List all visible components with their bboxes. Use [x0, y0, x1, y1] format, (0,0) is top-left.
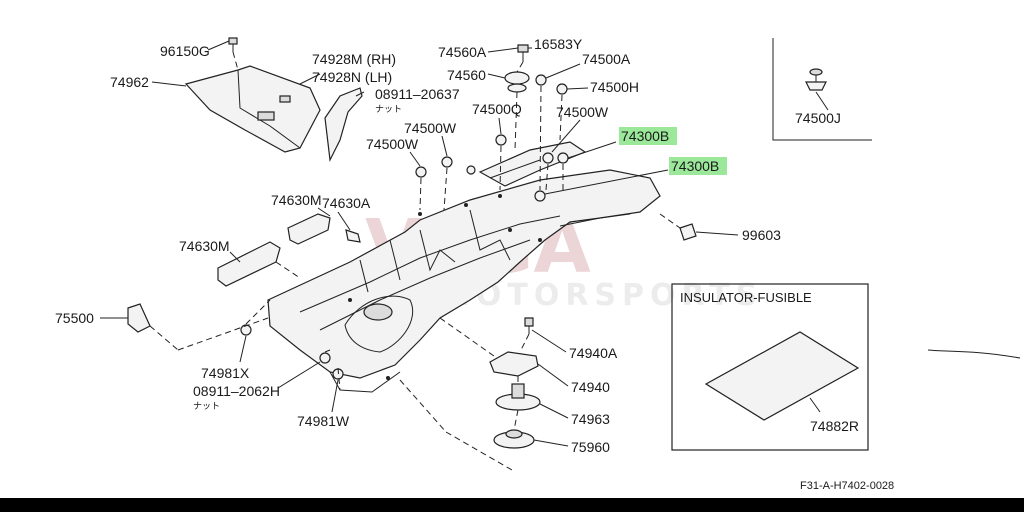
part-75500 — [127, 303, 151, 333]
label-74500W-a: 74500W — [556, 104, 609, 120]
highlight-74300B-b — [669, 157, 727, 175]
part-74963 — [495, 383, 541, 411]
leader-lines — [100, 40, 829, 447]
reference-code: F31-A-H7402-0028 — [800, 480, 894, 492]
label-74500A: 74500A — [582, 51, 631, 67]
part-74962 — [184, 65, 321, 153]
part-74630M-upper — [287, 213, 331, 245]
bottom-bar — [0, 498, 1024, 512]
label-74500J: 74500J — [795, 110, 841, 126]
highlight-74300B-a — [619, 127, 677, 145]
part-96150G — [228, 37, 238, 52]
label-74500W-b: 74500W — [404, 120, 457, 136]
insulator-fusible-box: INSULATOR-FUSIBLE — [671, 283, 869, 451]
label-74500Q: 74500Q — [472, 101, 522, 117]
label-74560A: 74560A — [438, 44, 487, 60]
part-74940 — [489, 351, 539, 377]
label-74500H: 74500H — [590, 79, 639, 95]
part-labels: 96150G 74962 74928M (RH) 74928N (LH) 089… — [55, 36, 894, 492]
label-74962: 74962 — [110, 74, 149, 90]
part-99603 — [679, 223, 697, 241]
insulator-box-title: INSULATOR-FUSIBLE — [680, 290, 812, 305]
label-74928M: 74928M (RH) — [312, 51, 396, 67]
label-74300B-b: 74300B — [671, 158, 719, 174]
part-75960 — [493, 429, 535, 449]
label-74500W-c: 74500W — [366, 136, 419, 152]
label-74981W: 74981W — [297, 413, 350, 429]
part-74940A — [524, 317, 534, 334]
label-nut-2: ナット — [193, 401, 220, 412]
label-08911-20637: 08911–20637 — [375, 86, 460, 102]
part-74630A — [345, 229, 361, 243]
label-74560: 74560 — [447, 67, 486, 83]
label-75500: 75500 — [55, 310, 94, 326]
label-74300B-a: 74300B — [621, 128, 669, 144]
part-74928 — [324, 87, 363, 163]
label-74940: 74940 — [571, 379, 610, 395]
dashed-lines — [149, 51, 681, 471]
label-74630A: 74630A — [322, 195, 371, 211]
label-74981X: 74981X — [201, 365, 250, 381]
label-99603: 99603 — [742, 227, 781, 243]
label-96150G: 96150G — [160, 43, 210, 59]
part-74500J-box — [772, 38, 872, 141]
label-74963: 74963 — [571, 411, 610, 427]
label-74940A: 74940A — [569, 345, 618, 361]
part-74560 — [504, 71, 530, 93]
label-74882R: 74882R — [810, 418, 859, 434]
plug-group — [240, 74, 569, 380]
part-74560A — [517, 44, 529, 62]
label-08911-2062H: 08911–2062H — [193, 383, 280, 399]
label-75960: 75960 — [571, 439, 610, 455]
label-74928N: 74928N (LH) — [312, 69, 392, 85]
floor-pan — [267, 169, 661, 393]
label-74630M-b: 74630M — [179, 238, 230, 254]
label-16583Y: 16583Y — [534, 36, 583, 52]
label-74630M-a: 74630M — [271, 192, 322, 208]
label-nut-1: ナット — [375, 104, 402, 115]
